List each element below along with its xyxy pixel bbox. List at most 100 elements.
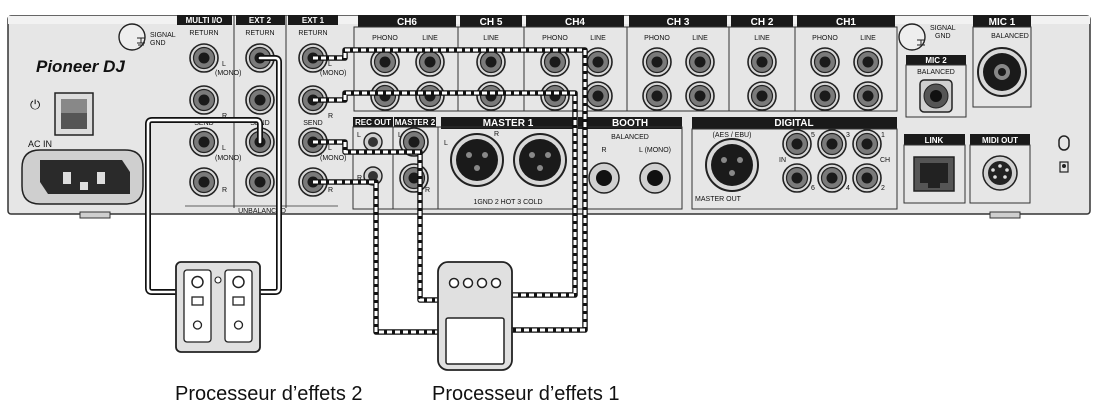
signal-gnd-terminal-right[interactable] [898,23,926,51]
digital-ch6-jack[interactable] [782,163,812,193]
ext2-return-r-jack[interactable] [245,85,275,115]
ch1-phono-label: PHONO [812,35,838,42]
master2-r-jack[interactable] [399,163,429,193]
ext1-mono-label: (MONO) [320,70,346,77]
signal-gnd-terminal[interactable] [118,23,146,51]
digital-ch2-jack[interactable] [852,163,882,193]
ch3-line-r-jack[interactable] [685,81,715,111]
ext2-header: EXT 2 [249,16,272,25]
effects-processor-2 [175,261,261,353]
aes-ebu-label: (AES / EBU) [713,132,752,139]
master2-header: MASTER 2 [395,118,436,127]
mic2-header: MIC 2 [925,56,947,65]
ch3-line-l-jack[interactable] [685,47,715,77]
ch6-line-label: LINE [422,35,438,42]
mic1-combo-jack[interactable] [977,47,1027,97]
power-icon: ⏻ [30,97,40,112]
pin-info-label: 1GND 2 HOT 3 COLD [473,199,542,206]
ch3-header: CH 3 [667,17,690,28]
master-out-xlr[interactable] [705,138,759,192]
mic1-header: MIC 1 [989,17,1016,28]
master1-r-xlr[interactable] [513,133,567,187]
kensington-lock-icon [1058,135,1070,173]
master1-header: MASTER 1 [483,118,534,129]
ch2-line-l-jack[interactable] [747,47,777,77]
multi-io-return-label: RETURN [189,30,218,37]
ch4-line-r-jack[interactable] [583,81,613,111]
cable-effects1-return-l [313,47,588,333]
rec-out-l-jack[interactable] [363,132,383,152]
midi-out-port[interactable] [982,155,1018,191]
multi-io-send-r-jack[interactable] [189,167,219,197]
link-port[interactable] [913,156,955,192]
unbalanced-label: UNBALANCED [238,208,286,215]
master2-l-label: L [398,132,402,139]
ext2-return-label: RETURN [245,30,274,37]
multi-io-l-label: L [222,61,226,68]
ext2-send-r-jack[interactable] [245,167,275,197]
mic2-jack[interactable] [919,79,953,113]
digital-ch-label: CH [880,157,890,164]
ch5-line-label: LINE [483,35,499,42]
ch3-phono-l-jack[interactable] [642,47,672,77]
ac-in-socket[interactable] [21,149,144,205]
digital-ch5-jack[interactable] [782,129,812,159]
ch4-line-l-jack[interactable] [583,47,613,77]
master1-l-xlr[interactable] [450,133,504,187]
digital-num-6: 6 [811,185,815,192]
master1-l-label: L [444,140,448,147]
multi-io-send-l-label: L [222,145,226,152]
ch4-line-label: LINE [590,35,606,42]
mic2-balanced-label: BALANCED [917,69,955,76]
ext1-send-label: SEND [303,120,322,127]
ext1-return-label: RETURN [298,30,327,37]
ch6-line-r-jack[interactable] [415,81,445,111]
ch2-line-r-jack[interactable] [747,81,777,111]
ext1-l-label: L [328,61,332,68]
ch3-phono-label: PHONO [644,35,670,42]
cable-effects1-send-l [313,139,442,303]
cable-effects1-return-r [313,90,578,298]
ch4-phono-r-jack[interactable] [540,81,570,111]
digital-ch3-jack[interactable] [817,129,847,159]
master1-r-label: R [494,131,499,138]
multi-io-send-l-jack[interactable] [189,127,219,157]
ch3-line-label: LINE [692,35,708,42]
multi-io-return-l-jack[interactable] [189,43,219,73]
multi-io-return-r-jack[interactable] [189,85,219,115]
ext1-send-r-label: R [328,187,333,194]
digital-num-5: 5 [811,132,815,139]
ext1-header: EXT 1 [302,16,325,25]
ch4-header: CH4 [565,17,585,28]
multi-io-send-mono-label: (MONO) [215,155,241,162]
ch1-phono-l-jack[interactable] [810,47,840,77]
digital-ch4-jack[interactable] [817,163,847,193]
master2-r-label: R [425,187,430,194]
booth-balanced-label: BALANCED [611,134,649,141]
ch5-header: CH 5 [480,17,503,28]
ch1-header: CH1 [836,17,856,28]
ch1-line-r-jack[interactable] [853,81,883,111]
cable-effects1-send-r [313,179,442,335]
caption-effects-processor-2: Processeur d’effets 2 [175,383,363,405]
ext1-send-l-label: L [328,145,332,152]
ch1-line-l-jack[interactable] [853,47,883,77]
digital-num-1: 1 [881,132,885,139]
ch3-phono-r-jack[interactable] [642,81,672,111]
digital-ch1-jack[interactable] [852,129,882,159]
power-switch[interactable] [54,92,94,136]
ch5-line-r-jack[interactable] [476,81,506,111]
booth-r-jack[interactable] [588,162,620,194]
master-out-label: MASTER OUT [695,196,742,203]
booth-header: BOOTH [612,118,648,129]
ch6-phono-label: PHONO [372,35,398,42]
ext1-r-label: R [328,113,333,120]
booth-l-jack[interactable] [639,162,671,194]
ch6-phono-r-jack[interactable] [370,81,400,111]
multi-io-header: MULTI I/O [186,16,223,25]
ch1-phono-r-jack[interactable] [810,81,840,111]
rec-out-r-label: R [357,175,362,182]
digital-header: DIGITAL [774,118,813,129]
